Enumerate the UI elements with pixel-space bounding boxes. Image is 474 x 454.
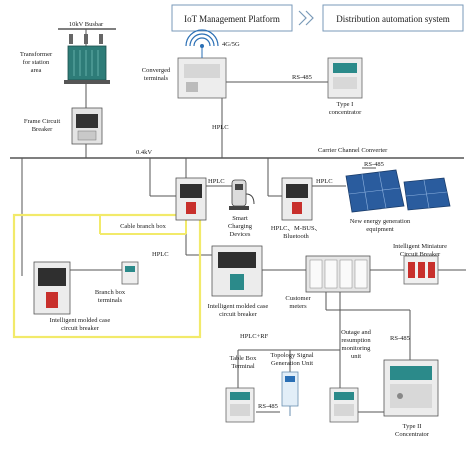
label-cable-branch-box: Cable branch box (120, 223, 167, 230)
label-transformer-3: area (31, 67, 42, 74)
label-outage-4: unit (351, 353, 361, 360)
intelligent-mccb-mid-icon (211, 245, 263, 297)
label-outage-1: Outage and (341, 329, 372, 336)
label-converged-2: terminals (144, 75, 169, 82)
label-customer-2: meters (289, 303, 307, 310)
header-distribution-automation-text: Distribution automation system (336, 14, 450, 24)
label-smart-2: Charging (228, 223, 253, 230)
type-2-concentrator-icon (383, 359, 439, 417)
label-imccb-left-1: Intelligent molded case (50, 317, 111, 324)
label-topo-1: Topology Signal (270, 352, 313, 359)
label-imccb-left-2: circuit breaker (61, 325, 100, 332)
label-outage-2: resumption (341, 337, 371, 344)
intelligent-mccb-left-icon (33, 261, 71, 315)
table-box-terminal-icon (225, 387, 255, 423)
intelligent-mcb-icon (403, 255, 439, 285)
label-hplc-branch: HPLC (152, 251, 169, 258)
wireless-signal-icon (185, 29, 219, 58)
busbar-insulator-icon (69, 34, 103, 44)
label-type1-2: concentrator (329, 109, 362, 116)
label-smart-1: Smart (232, 215, 248, 222)
label-imcb-1: Intelligent Miniature (393, 243, 447, 250)
label-rs485-right: RS-485 (390, 335, 410, 342)
smart-charging-device-icon (229, 179, 255, 210)
outage-monitoring-unit-icon (329, 387, 359, 423)
label-topo-2: Generation Unit (271, 360, 313, 367)
label-hplc-solar: HPLC (316, 178, 333, 185)
label-type1-1: Type I (337, 101, 354, 108)
label-transformer-1: Transformer (20, 51, 53, 58)
label-frame-cb-1: Frame Circuit (24, 118, 60, 125)
label-type2-1: Type II (403, 423, 422, 430)
label-converged-1: Converged (142, 67, 171, 74)
label-hplc-mbus-1: HPLC、M-BUS、 (271, 225, 321, 232)
label-4g5g: 4G/5G (222, 41, 240, 48)
label-transformer-2: for station (23, 59, 50, 66)
label-04kv: 0.4kV (136, 149, 152, 156)
label-imcb-2: Circuit Breaker (400, 251, 441, 258)
label-type2-2: Concentrator (395, 431, 430, 438)
label-imccb-mid-2: circuit breaker (219, 311, 258, 318)
label-hplc-rf: HPLC+RF (240, 333, 269, 340)
converged-terminal-icon (177, 57, 227, 99)
branch-box-terminal-icon (121, 261, 139, 285)
label-busbar: 10kV Busbar (69, 21, 104, 28)
label-hplc-top: HPLC (212, 124, 229, 131)
solar-panel-icon (345, 169, 451, 213)
frame-circuit-breaker-icon (71, 107, 103, 145)
label-tablebox-1: Table Box (230, 355, 258, 362)
label-rs485-solar: RS-485 (364, 161, 384, 168)
label-branch-terms-1: Branch box (95, 289, 126, 296)
header-iot-platform-text: IoT Management Platform (184, 14, 280, 24)
label-customer-1: Customer (285, 295, 311, 302)
label-branch-terms-2: terminals (98, 297, 123, 304)
transformer-icon (64, 45, 110, 84)
topology-signal-unit-icon (281, 371, 299, 416)
label-hplc-charging: HPLC (208, 178, 225, 185)
label-tablebox-2: Terminal (231, 363, 255, 370)
label-outage-3: monitoring (342, 345, 372, 352)
label-rs485-top: RS-485 (292, 74, 312, 81)
intelligent-breaker-2-icon (281, 177, 313, 221)
label-newenergy-2: equipment (366, 226, 394, 233)
header-distribution-automation: Distribution automation system (322, 4, 464, 32)
type-1-concentrator-icon (327, 57, 363, 99)
header-iot-platform: IoT Management Platform (171, 4, 293, 32)
label-frame-cb-2: Breaker (32, 126, 53, 133)
label-imccb-mid-1: Intelligent molded case (208, 303, 269, 310)
label-newenergy-1: New energy generation (350, 218, 411, 225)
label-carrier-converter: Carrier Channel Converter (318, 147, 388, 154)
header-arrow-icon (298, 10, 314, 26)
label-smart-3: Devices (230, 231, 251, 238)
customer-meters-icon (305, 255, 371, 293)
label-rs485-bottom: RS-485 (258, 403, 278, 410)
label-hplc-mbus-2: Bluetooth (283, 233, 309, 240)
intelligent-breaker-1-icon (175, 177, 207, 221)
